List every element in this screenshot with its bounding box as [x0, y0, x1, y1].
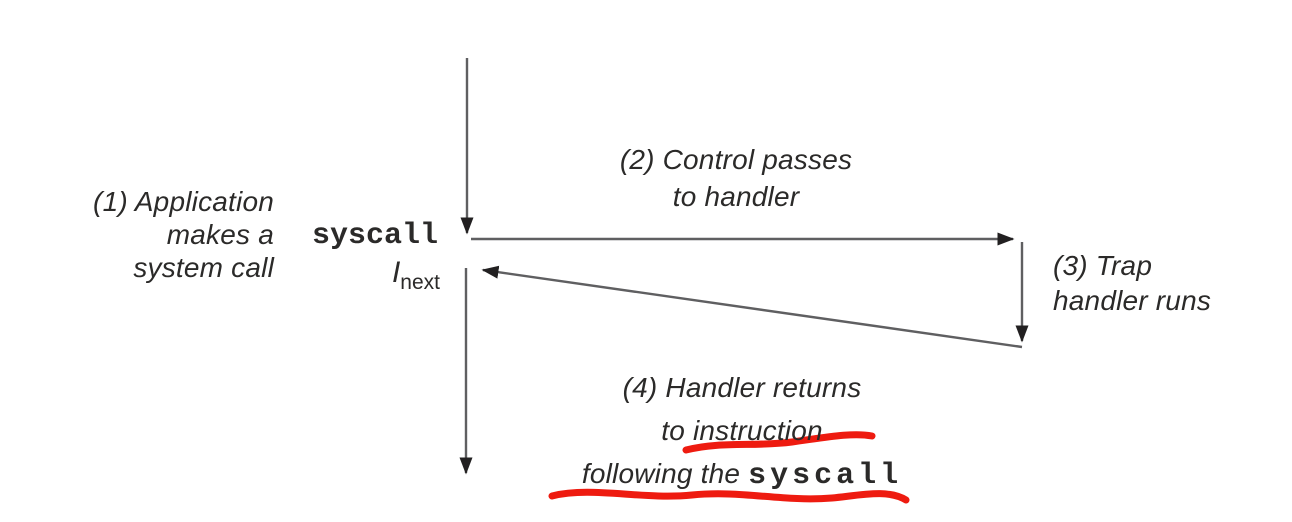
step3-label: (3) Trap handler runs: [1053, 248, 1288, 318]
step2-label: (2) Control passes to handler: [590, 141, 882, 215]
step4-label-line3: following the syscall: [527, 452, 957, 498]
step1-label-line3: system call: [133, 252, 274, 283]
step1-label-line1: (1) Application: [93, 186, 274, 217]
red-underline-instruction: [682, 431, 876, 454]
step1-label: (1) Application makes a system call: [28, 185, 274, 284]
arrow-handler-returns: [481, 265, 1023, 349]
step4-line3-syscall-code: syscall: [748, 459, 903, 493]
step4-label-line2: to instruction: [661, 415, 823, 446]
step3-label-line2: handler runs: [1053, 285, 1212, 316]
syscall-instruction-label: syscall: [311, 219, 438, 253]
inext-base: I: [391, 256, 401, 289]
step4-label-line1: (4) Handler returns: [622, 372, 862, 403]
inext-subscript: next: [400, 271, 440, 294]
red-underline-following-syscall: [548, 488, 910, 504]
step4-line3-prefix: following the: [581, 458, 749, 489]
step3-label-line1: (3) Trap: [1053, 250, 1153, 281]
step1-label-line2: makes a: [166, 219, 274, 250]
step4-label: (4) Handler returns to instruction follo…: [527, 366, 957, 498]
inext-instruction-label: Inext: [340, 256, 440, 295]
step2-label-line1: (2) Control passes: [619, 144, 853, 175]
step2-label-line2: to handler: [672, 181, 800, 212]
